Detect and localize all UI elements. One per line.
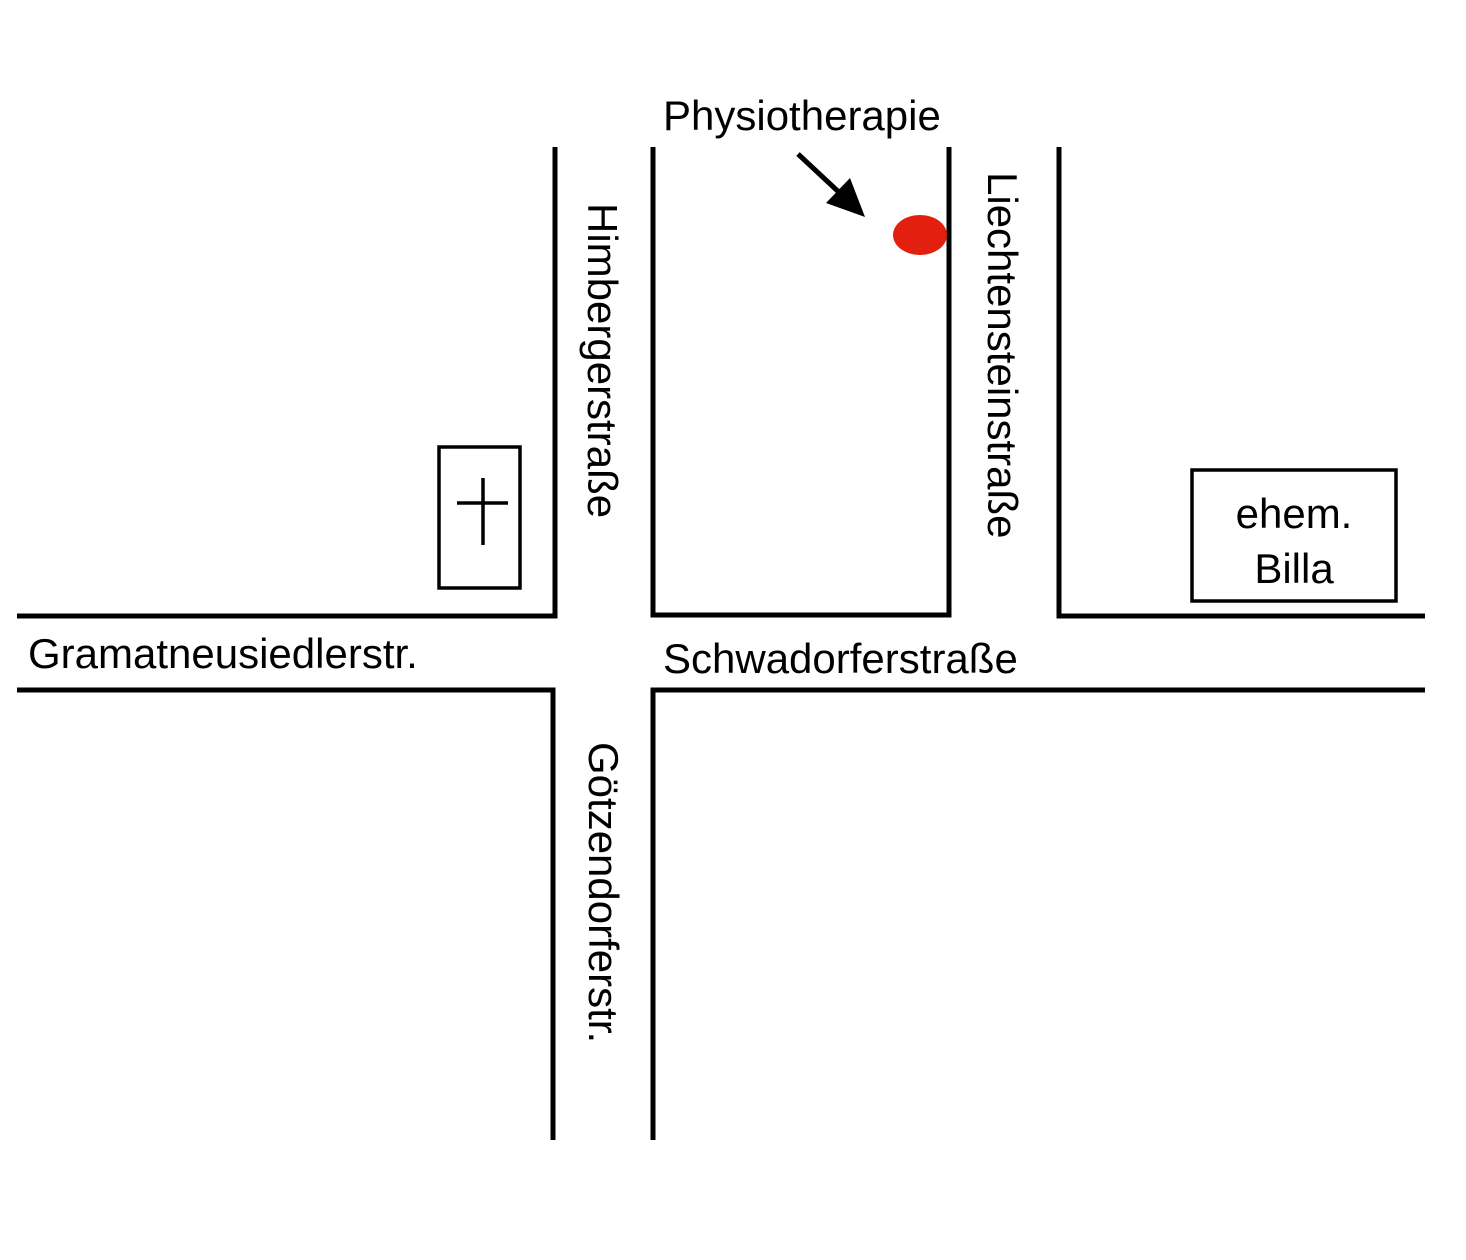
street-label-goetzendorferstr: Götzendorferstr.: [580, 742, 627, 1043]
destination-label: Physiotherapie: [663, 92, 941, 139]
street-edge-block-himberger-liechtenstein: [650, 147, 952, 618]
street-lines: [17, 147, 1425, 1140]
street-label-gramatneusiedlerstr: Gramatneusiedlerstr.: [28, 630, 418, 677]
street-label-schwadorferstrasse: Schwadorferstraße: [663, 635, 1018, 682]
location-marker-icon[interactable]: [893, 215, 947, 255]
church-landmark: [437, 445, 522, 590]
store-label-line2: Billa: [1254, 545, 1334, 592]
store-box: [1190, 468, 1398, 603]
cross-icon: [457, 478, 508, 545]
store-landmark: ehem. Billa: [1190, 468, 1398, 603]
street-edge-lower-left: [17, 687, 556, 1140]
street-label-himbergerstrasse: Himbergerstraße: [579, 203, 626, 518]
street-label-liechtensteinstrasse: Liechtensteinstraße: [979, 172, 1026, 539]
street-edge-lower-right: [650, 687, 1425, 1140]
street-edge-upper-left: [17, 147, 558, 619]
church-box: [437, 445, 522, 590]
arrow-icon: [796, 152, 865, 217]
street-edge-upper-right: [1056, 147, 1425, 619]
store-label-line1: ehem.: [1236, 490, 1353, 537]
